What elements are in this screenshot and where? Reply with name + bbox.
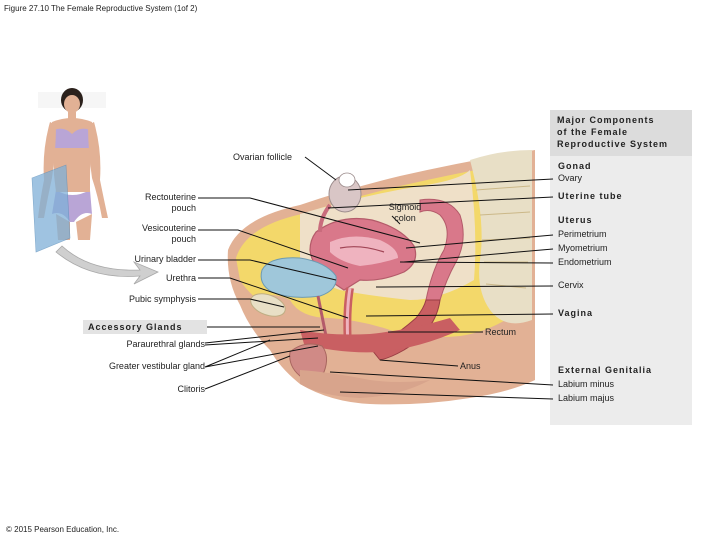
leader-perimetrium (405, 234, 554, 249)
label-uterine-tube: Uterine tube (558, 191, 623, 201)
leader-endometrium (399, 261, 554, 264)
leader-urinary-bladder (198, 259, 337, 281)
leader-urethra (198, 277, 349, 319)
label-perimetrium: Perimetrium (558, 229, 607, 239)
label-sigmoid-line-2: colon (394, 213, 416, 223)
leader-pubic-symphysis (198, 298, 285, 308)
leader-ovarian-follicle (304, 156, 337, 181)
label-pubic-symphysis: Pubic symphysis (128, 294, 196, 304)
label-labium-majus: Labium majus (558, 393, 615, 403)
label-clitoris: Clitoris (177, 384, 205, 394)
leader-vagina (365, 313, 554, 317)
leader-labium-minus (329, 371, 554, 386)
accessory-glands-box (83, 320, 207, 334)
label-accessory-glands: Accessory Glands (88, 322, 183, 332)
label-vesicouterine-line-2: pouch (171, 234, 196, 244)
leader-greater-vestibular-gland (204, 339, 319, 368)
leader-anus (379, 359, 459, 367)
label-myometrium: Myometrium (558, 243, 608, 253)
leader-labium-majus (339, 391, 554, 400)
leader-cervix (375, 285, 554, 288)
leader-paraurethral-glands (204, 329, 325, 346)
label-urinary-bladder: Urinary bladder (134, 254, 196, 264)
panel-title-line-1: Major Components (557, 115, 655, 125)
leader-clitoris (204, 355, 291, 390)
copyright-notice: © 2015 Pearson Education, Inc. (6, 525, 120, 534)
label-vagina: Vagina (558, 308, 594, 318)
label-anus: Anus (460, 361, 481, 371)
zoom-arrow (55, 245, 159, 285)
leader-lines (198, 156, 554, 400)
components-panel (550, 110, 692, 425)
label-paraurethral-glands: Paraurethral glands (126, 339, 205, 349)
label-sigmoid-line-1: Sigmoid (388, 202, 422, 212)
components-panel-header (550, 110, 692, 156)
label-external-genitalia: External Genitalia (558, 365, 653, 375)
figure-title: Figure 27.10 The Female Reproductive Sys… (4, 4, 198, 13)
leader-myometrium (403, 248, 554, 263)
label-vesicouterine-line-1: Vesicouterine (141, 223, 196, 233)
label-endometrium: Endometrium (558, 257, 612, 267)
leader-gonad (347, 178, 554, 191)
leader-vesicouterine-pouch (198, 229, 349, 269)
leader-uterine-tube (327, 196, 554, 209)
label-cervix: Cervix (558, 280, 584, 290)
label-ovarian-follicle: Ovarian follicle (233, 152, 293, 162)
thumbnail-figure (31, 88, 108, 253)
leader-rectouterine-pouch (198, 197, 421, 244)
label-uterus: Uterus (558, 215, 593, 225)
label-ovary: Ovary (558, 173, 583, 183)
panel-title-line-3: Reproductive System (557, 139, 669, 149)
label-greater-vestibular-gland: Greater vestibular gland (108, 361, 205, 371)
label-rectum: Rectum (485, 327, 517, 337)
label-gonad: Gonad (558, 161, 592, 171)
label-urethra: Urethra (165, 273, 196, 283)
leader-sigmoid-colon (391, 215, 401, 225)
label-labium-minus: Labium minus (558, 379, 615, 389)
label-rectouterine-line-1: Rectouterine (144, 192, 196, 202)
panel-title-line-2: of the Female (557, 127, 629, 137)
label-rectouterine-line-2: pouch (171, 203, 196, 213)
